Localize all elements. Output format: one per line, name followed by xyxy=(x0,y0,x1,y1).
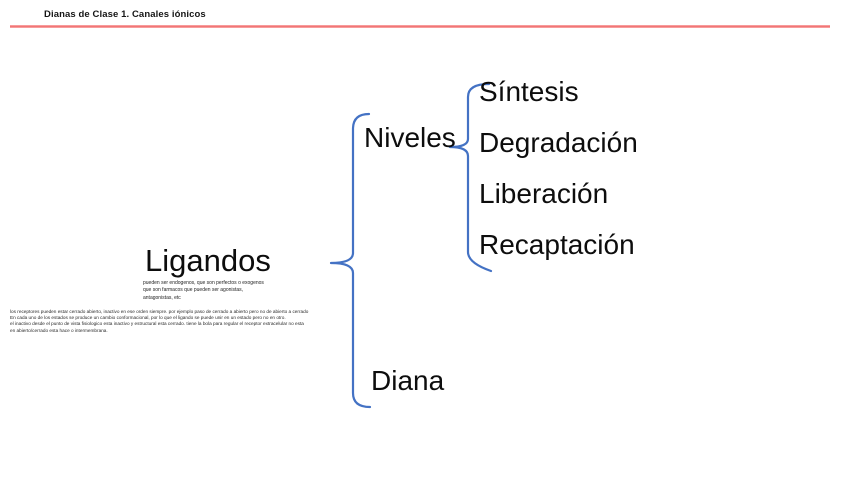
page-title: Dianas de Clase 1. Canales iónicos xyxy=(44,9,206,20)
list-item-sintesis: Síntesis xyxy=(479,76,579,107)
ligandos-note-line: que son farmacos que pueden ser agonista… xyxy=(143,287,244,294)
ligandos-brace xyxy=(329,112,372,409)
list-item-degradacion: Degradación xyxy=(479,127,638,158)
annotation-line: los receptores pueden estar cerrado abie… xyxy=(10,309,309,314)
list-item-liberacion: Liberación xyxy=(479,178,609,209)
annotation-line: En cada uno de los estados se produce un… xyxy=(10,315,286,321)
node-niveles: Niveles xyxy=(364,122,456,153)
annotation-line: en abierto/cerrado esta hace o intermemb… xyxy=(10,327,108,333)
ligandos-note-line: pueden ser endogenos, que son perfectos … xyxy=(143,280,264,286)
annotation-line: el inactivo desde el punto de vista fisi… xyxy=(10,321,304,327)
niveles-item-list: Síntesis Degradación Liberación Recaptac… xyxy=(479,66,638,270)
receptor-annotation: los receptores pueden estar cerrado abie… xyxy=(10,309,312,334)
node-diana: Diana xyxy=(371,365,445,396)
list-item-recaptacion: Recaptación xyxy=(479,229,635,260)
ligandos-note: pueden ser endogenos, que son perfectos … xyxy=(143,280,323,302)
ligandos-note-line: antagonistas, etc xyxy=(143,294,181,301)
header-divider-line xyxy=(10,25,830,28)
node-ligandos: Ligandos xyxy=(145,243,271,278)
